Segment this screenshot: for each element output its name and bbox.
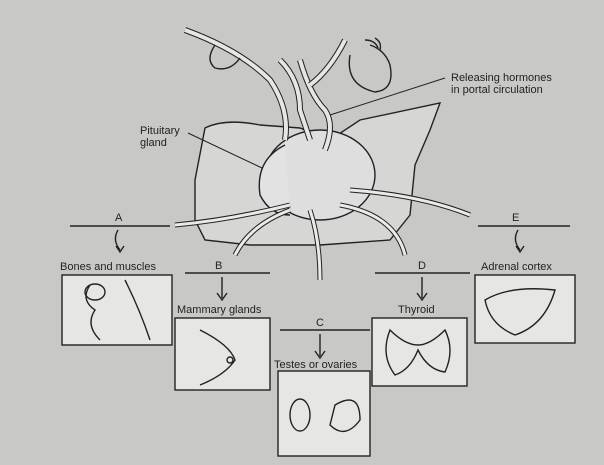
pointer-pituitary xyxy=(187,132,263,169)
label-thyroid: Thyroid xyxy=(398,304,435,316)
vessel-loop-left xyxy=(209,44,241,70)
label-line-2: gland xyxy=(140,137,167,149)
label-line-2: in portal circulation xyxy=(451,84,543,96)
label-line-1: Pituitary xyxy=(140,125,180,137)
bones-box xyxy=(61,274,173,346)
label-adrenal-cortex: Adrenal cortex xyxy=(481,261,552,273)
label-bones-and-muscles: Bones and muscles xyxy=(60,261,156,273)
vessel-loop-right xyxy=(348,44,392,93)
label-testes-or-ovaries: Testes or ovaries xyxy=(274,359,358,371)
pointer-releasing xyxy=(329,77,446,116)
label-mammary-glands: Mammary glands xyxy=(177,304,262,316)
label-line-1: Releasing hormones xyxy=(451,72,552,84)
label-e: E xyxy=(512,212,520,224)
label-d: D xyxy=(418,260,426,272)
mammary-box xyxy=(174,317,271,391)
testes-box xyxy=(277,370,371,457)
label-c: C xyxy=(316,317,324,329)
label-b: B xyxy=(215,260,223,272)
adrenal-box xyxy=(474,274,576,344)
label-a: A xyxy=(115,212,123,224)
